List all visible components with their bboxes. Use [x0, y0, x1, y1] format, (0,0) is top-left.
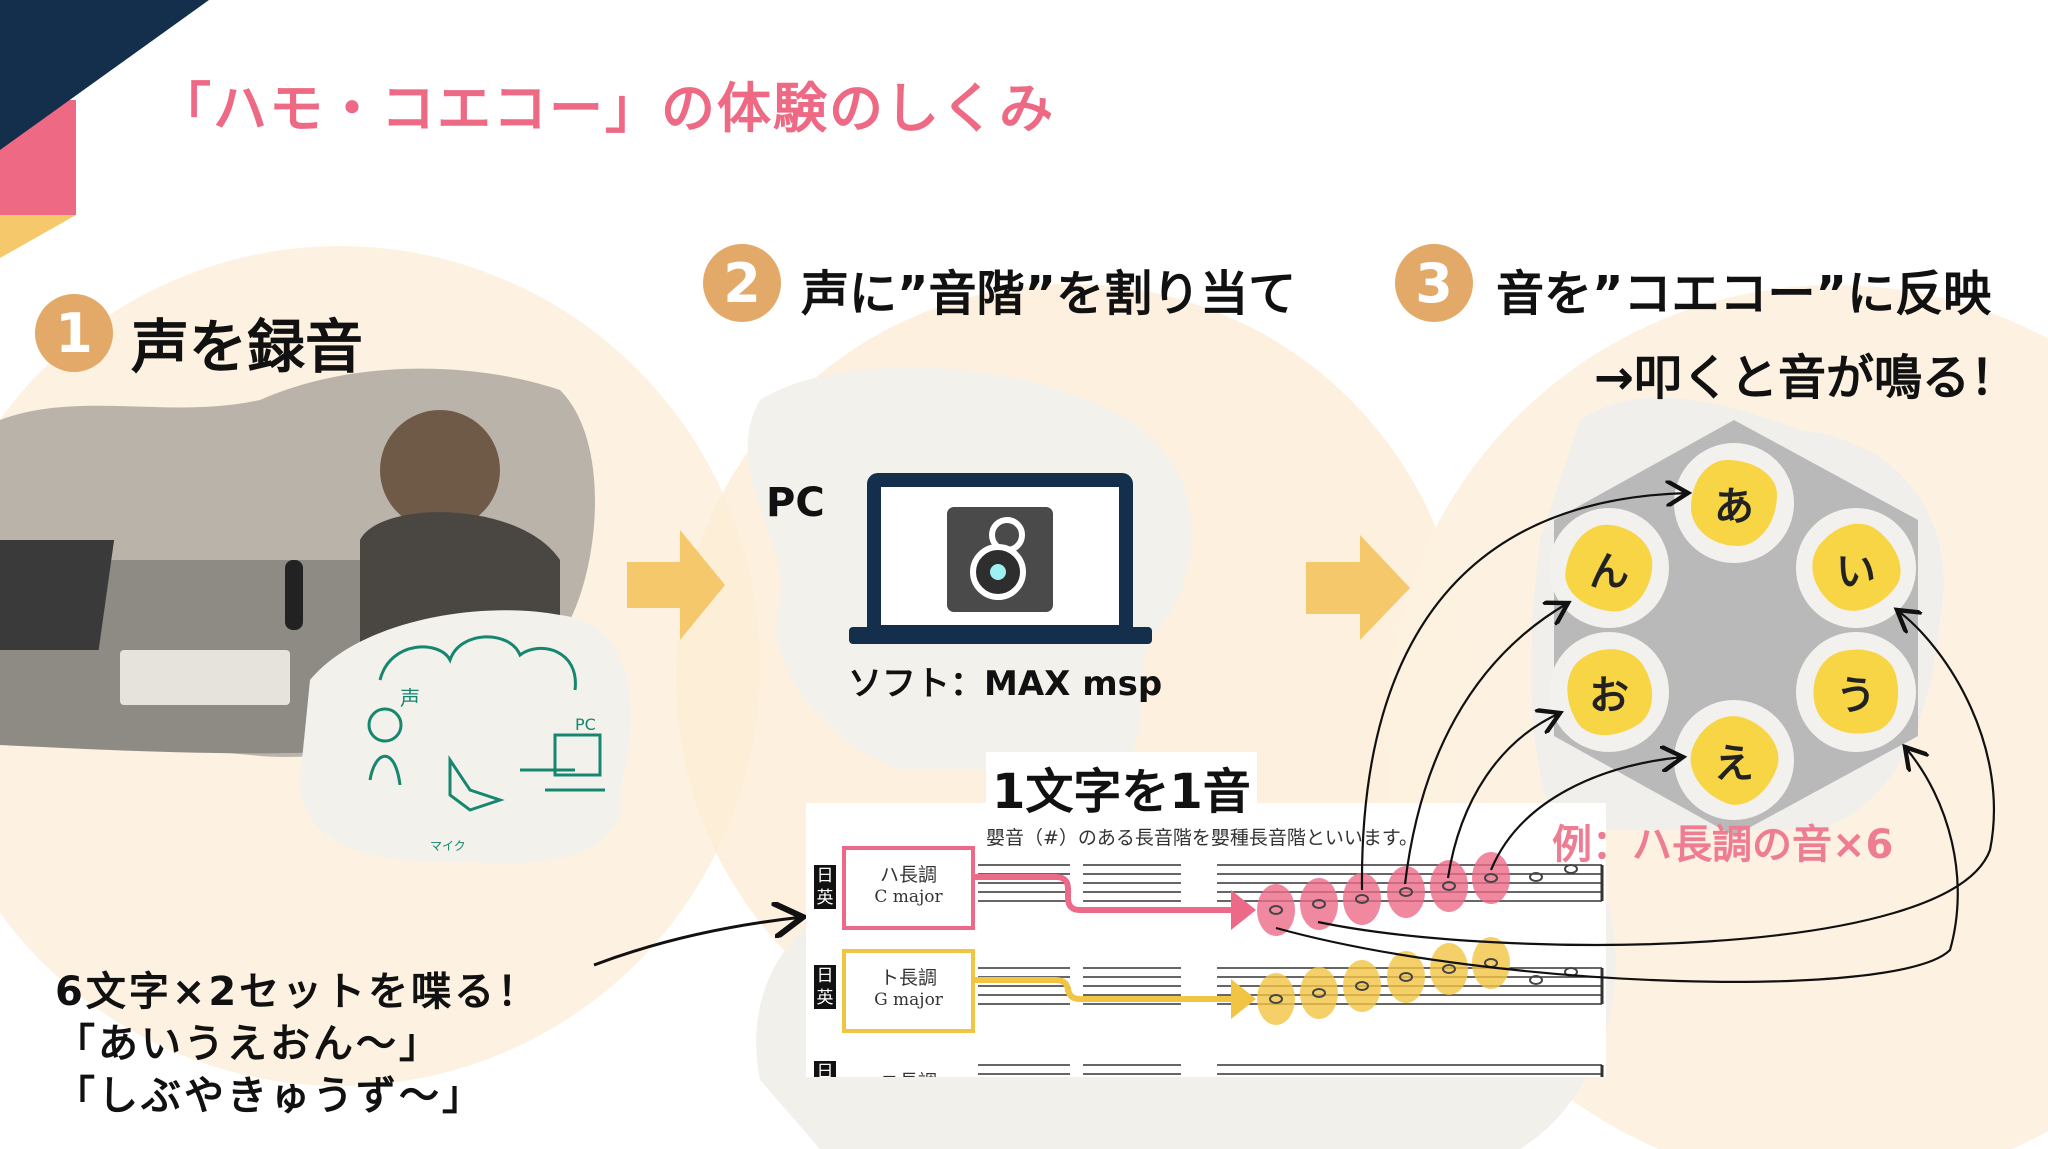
- key-arrowhead: [1231, 890, 1256, 930]
- pad-label: う: [1802, 638, 1910, 746]
- pad-label: お: [1549, 632, 1669, 752]
- pad-0[interactable]: あ: [1674, 443, 1794, 563]
- key-arrowhead: [1231, 979, 1256, 1019]
- key-arrow: [971, 874, 1236, 913]
- lang-tag: 日: [814, 1061, 836, 1077]
- scale-note-highlight: [1387, 866, 1425, 918]
- scale-note-highlight: [1300, 878, 1338, 930]
- scale-note-highlight: [1343, 960, 1381, 1012]
- page-title: 「ハモ・コエコー」の体験のしくみ: [157, 77, 1056, 140]
- rule-label: 1文字を1音: [986, 752, 1257, 822]
- scale-note-highlight: [1257, 973, 1295, 1025]
- scale-note-highlight: [1472, 852, 1510, 904]
- pad-label: え: [1678, 704, 1790, 816]
- key-d-major: ニ長調: [842, 1053, 975, 1077]
- lang-tag: 日英: [814, 965, 836, 1009]
- pad-2[interactable]: う: [1796, 632, 1916, 752]
- speak-instructions: 6文字×2セットを喋る！ 「あいうえおん〜」 「しぶやきゅうず〜」: [55, 966, 540, 1122]
- arrow-step1-to-2: [627, 530, 725, 640]
- pad-label: ん: [1562, 521, 1656, 615]
- note-head: [1564, 967, 1578, 977]
- pad-1[interactable]: い: [1795, 507, 1917, 629]
- sketch-bubble: [300, 610, 632, 864]
- pc-label: PC: [766, 480, 825, 526]
- instruction-line: 「あいうえおん〜」: [55, 1021, 442, 1067]
- step-3-label: 音を”コエコー”に反映: [1496, 266, 1992, 322]
- scale-note-highlight: [1257, 884, 1295, 936]
- pad-4[interactable]: お: [1549, 632, 1669, 752]
- step-2-badge: 2: [703, 244, 781, 322]
- sketch-mic-label: マイク: [430, 839, 466, 853]
- scale-note-highlight: [1472, 937, 1510, 989]
- sketch-voice-label: 声: [400, 686, 420, 710]
- pad-char: う: [1836, 673, 1876, 719]
- step-3-badge: 3: [1395, 244, 1473, 322]
- scale-note-highlight: [1387, 951, 1425, 1003]
- step-1-label: 声を録音: [131, 313, 364, 381]
- pad-char: ん: [1589, 549, 1629, 595]
- step-3-sublabel: →叩くと音が鳴る！: [1593, 350, 2018, 406]
- scale-note-highlight: [1300, 967, 1338, 1019]
- example-label: 例：ハ長調の音×6: [1552, 822, 1894, 868]
- pad-label: あ: [1691, 460, 1777, 546]
- instruction-line: 「しぶやきゅうず〜」: [55, 1073, 485, 1119]
- scale-note-highlight: [1430, 860, 1468, 912]
- staff-lines: [971, 852, 1604, 1077]
- instruction-line: 6文字×2セットを喋る！: [55, 969, 541, 1015]
- pad-3[interactable]: え: [1674, 700, 1794, 820]
- pad-5[interactable]: ん: [1549, 508, 1669, 628]
- pad-char: お: [1589, 673, 1629, 719]
- software-label: ソフト：MAX msp: [848, 664, 1163, 704]
- sketch-pc-label: PC: [575, 715, 596, 734]
- pad-char: い: [1836, 549, 1876, 595]
- pad-char: あ: [1714, 484, 1754, 530]
- note-head: [1312, 988, 1326, 998]
- pad-char: え: [1714, 741, 1754, 787]
- key-arrow: [971, 977, 1236, 1002]
- corner-navy: [0, 0, 209, 150]
- max-msp-icon: [937, 497, 1063, 620]
- scale-note-highlight: [1430, 943, 1468, 995]
- step-1-badge: 1: [35, 294, 113, 372]
- lang-tag: 日英: [814, 865, 836, 909]
- pad-label: い: [1795, 507, 1917, 629]
- note-head: [1269, 994, 1283, 1004]
- sketch-drawing: [367, 635, 605, 812]
- step-2-label: 声に”音階”を割り当て: [801, 266, 1297, 322]
- scale-note-highlight: [1343, 873, 1381, 925]
